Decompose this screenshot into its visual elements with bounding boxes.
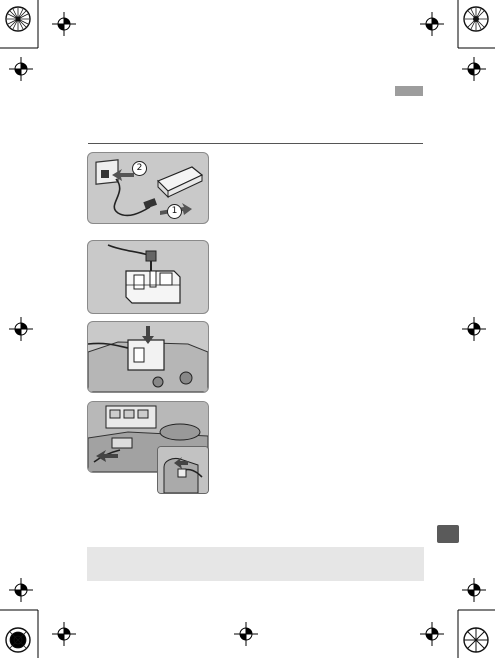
rosette-icon <box>5 627 31 653</box>
crosshair-icon <box>462 317 486 341</box>
arrow-left-icon <box>96 450 118 462</box>
illustration-dc-coupler-plug <box>87 240 209 314</box>
illustration-dc-coupler-insert <box>87 321 209 393</box>
crosshair-icon <box>420 622 444 646</box>
crosshair-icon <box>9 57 33 81</box>
callout-1: 1 <box>167 204 182 219</box>
crosshair-icon <box>234 622 258 646</box>
rosette-icon <box>463 6 489 32</box>
crosshair-icon <box>9 317 33 341</box>
arrow-down-icon <box>142 326 154 344</box>
chapter-thumb-tab <box>437 525 459 543</box>
section-tab <box>395 86 423 96</box>
crosshair-icon <box>462 57 486 81</box>
crosshair-icon <box>420 12 444 36</box>
crosshair-icon <box>52 622 76 646</box>
crosshair-icon <box>9 578 33 602</box>
rosette-icon <box>463 627 489 653</box>
inset-illustration <box>157 446 209 494</box>
crosshair-icon <box>52 12 76 36</box>
callout-2: 2 <box>132 161 147 176</box>
rosette-icon <box>5 6 31 32</box>
crosshair-icon <box>462 578 486 602</box>
note-box <box>87 547 424 581</box>
illustration-ac-adapter-connection: 1 2 <box>87 152 209 224</box>
header-rule <box>88 143 423 144</box>
